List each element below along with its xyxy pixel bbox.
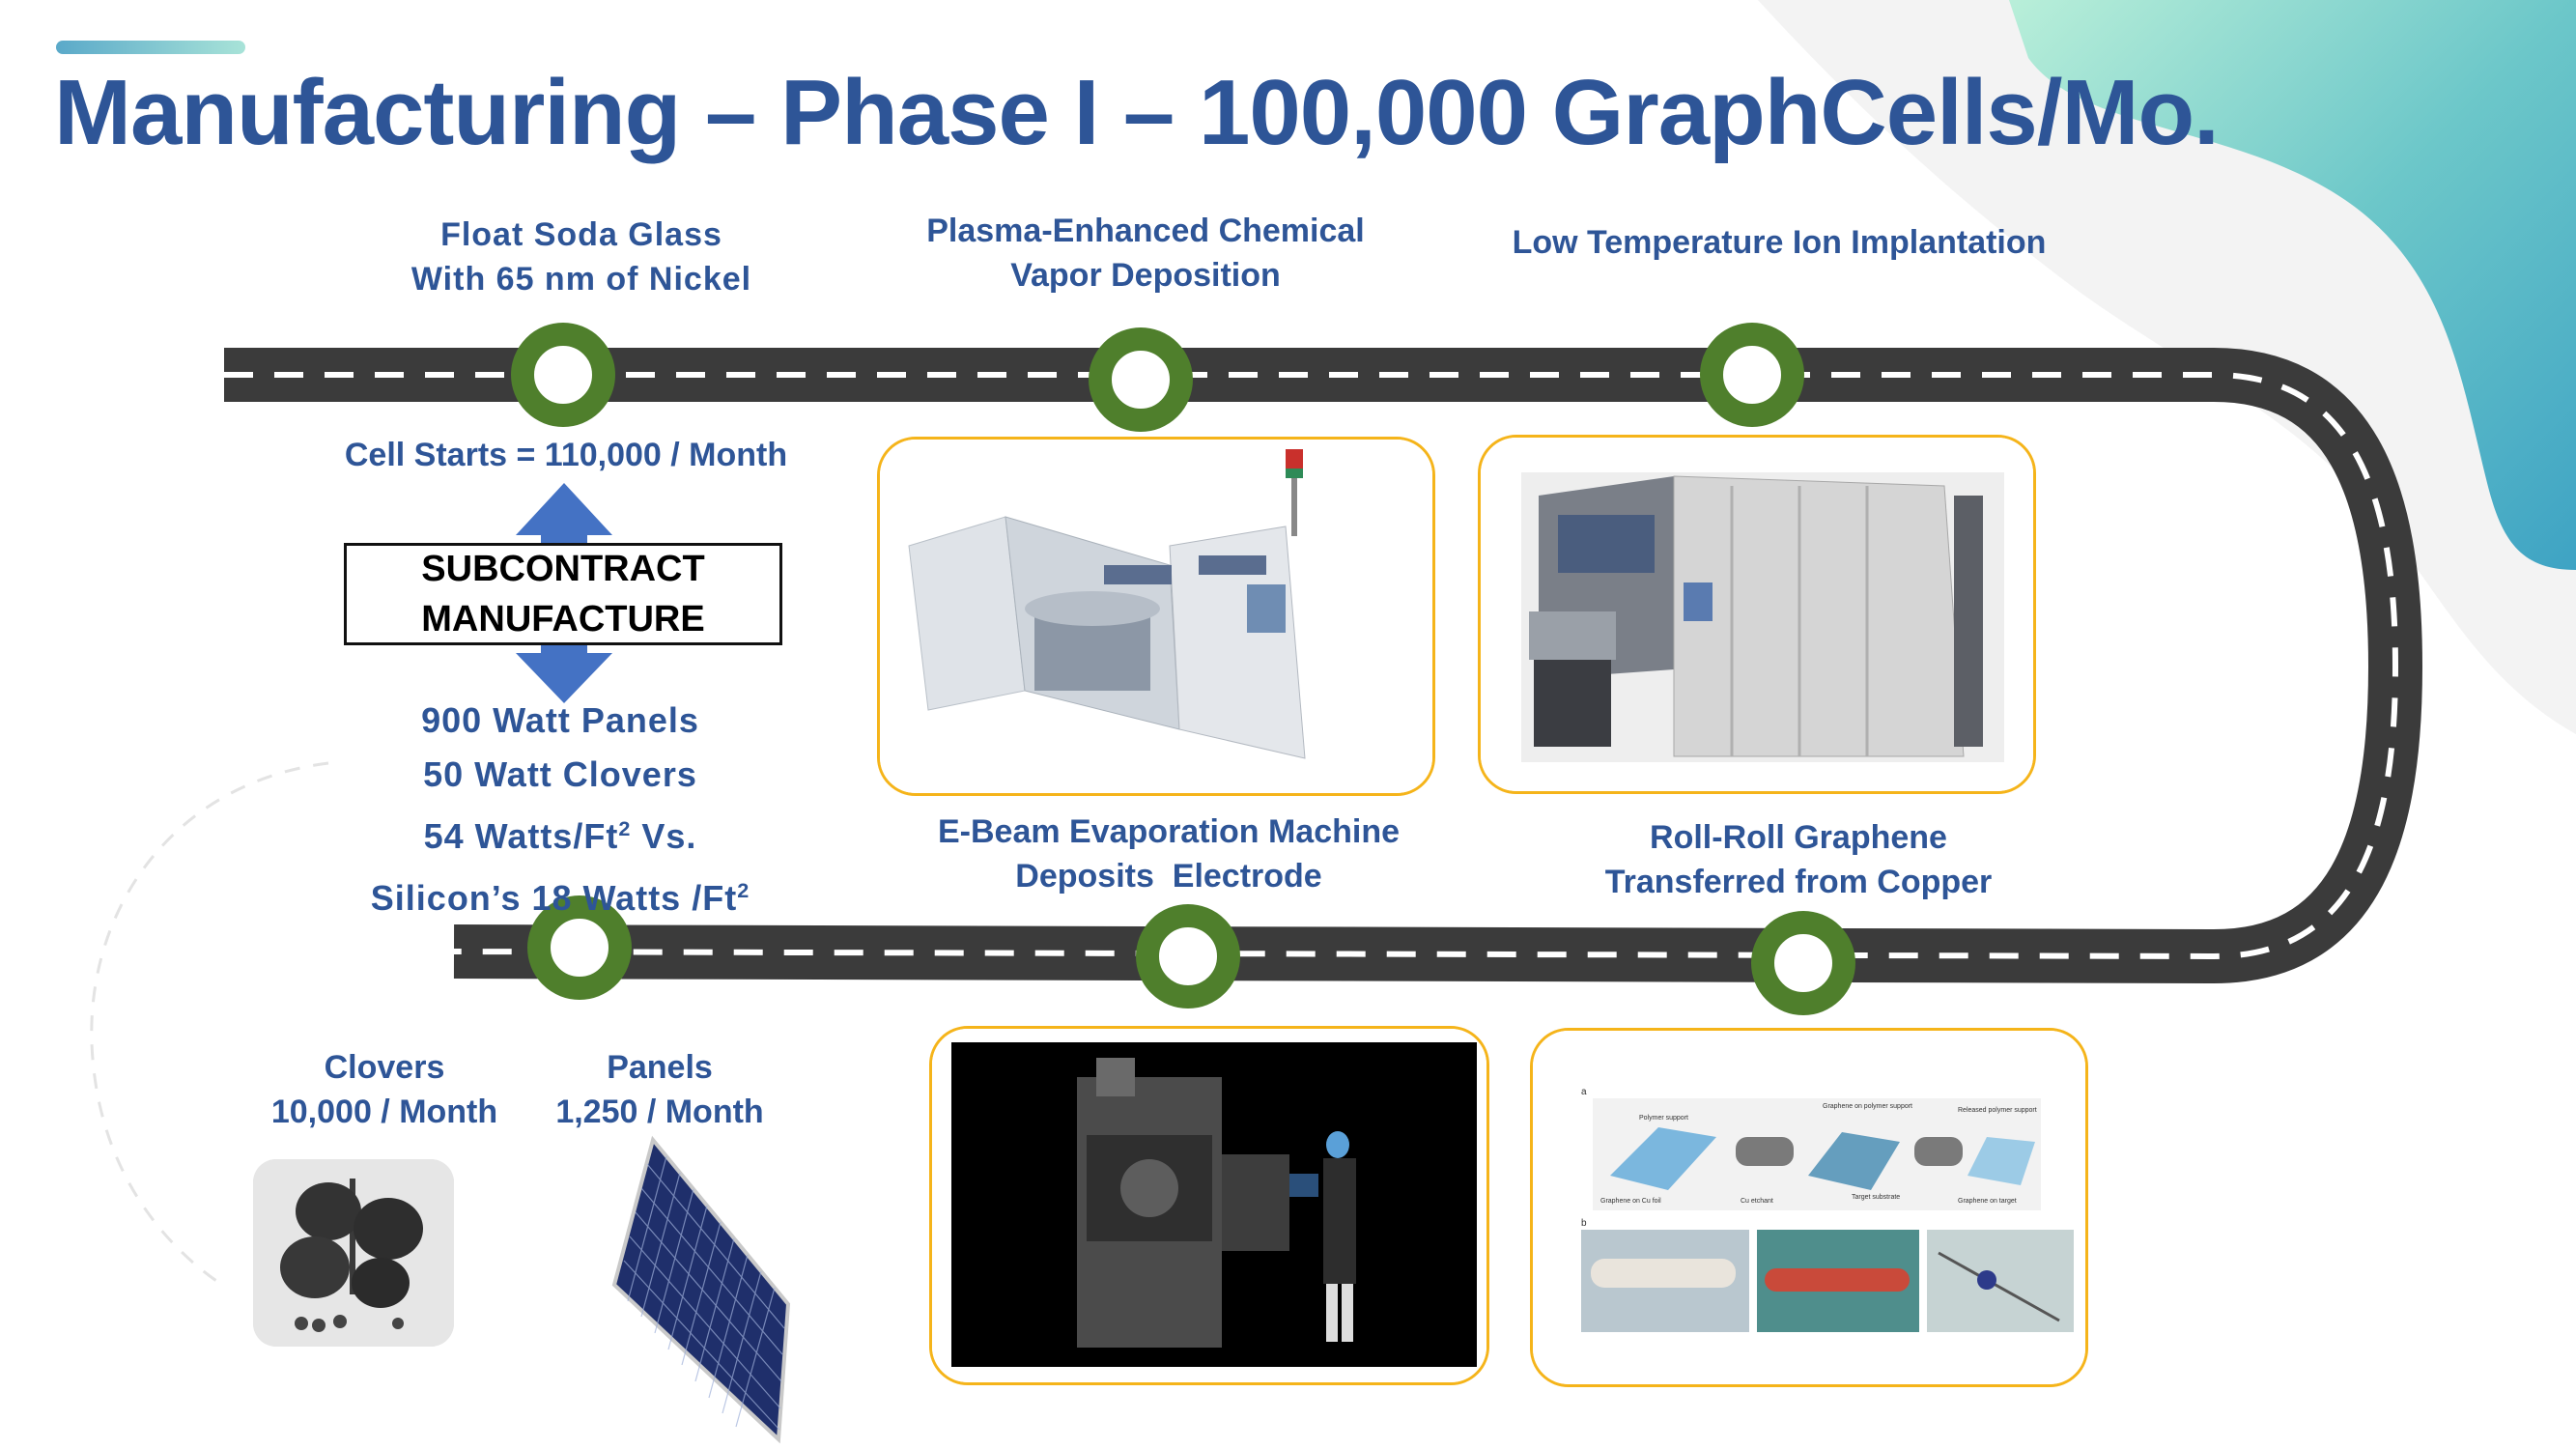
clover-image (253, 1159, 454, 1347)
caption-0: Polymer support (1639, 1115, 1688, 1122)
road-node-pecvd (1089, 327, 1193, 432)
road-node-ion-implant (1700, 323, 1804, 427)
up-arrow-icon (516, 483, 612, 543)
caption-3: Graphene on Cu foil (1600, 1198, 1661, 1205)
label-ebeam: E-Beam Evaporation Machine Deposits Elec… (937, 813, 1400, 895)
background-teal-blob (2009, 0, 2576, 570)
process-road (224, 348, 2423, 984)
ebeam-machine-image (932, 1029, 1486, 1382)
cell-starts-text: Cell Starts = 110,000 / Month (344, 437, 788, 473)
stat-panels: 900 Watt Panels (421, 700, 699, 740)
label-clovers: Clovers 10,000 / Month (270, 1049, 498, 1130)
label-panels: Panels 1,250 / Month (555, 1049, 764, 1130)
background-dashed-arc (90, 761, 329, 1287)
page-title: Manufacturing – Phase I – 100,000 GraphC… (54, 61, 2220, 164)
ion-implanter-photo (1478, 435, 2036, 794)
stat-density: 54 Watts/Ft2 Vs. (423, 816, 697, 856)
road-node-output (527, 895, 632, 1000)
stat-silicon: Silicon’s 18 Watts /Ft2 (370, 878, 750, 918)
label-pecvd: Plasma-Enhanced Chemical Vapor Depositio… (926, 213, 1365, 294)
road-node-ebeam (1136, 904, 1240, 1009)
solar-panel-photo (611, 1135, 791, 1444)
output-stats: 900 Watt Panels 50 Watt Clovers 54 Watts… (348, 694, 773, 925)
road-node-float-glass (511, 323, 615, 427)
ebeam-machine-photo (929, 1026, 1489, 1385)
title-accent-bar (56, 41, 245, 54)
road-node-roll-roll (1751, 911, 1855, 1015)
caption-1: Graphene on polymer support (1823, 1103, 1912, 1110)
caption-2: Released polymer support (1958, 1107, 2037, 1114)
label-ion-implant: Low Temperature Ion Implantation (1512, 224, 2047, 261)
panel-b-label: b (1581, 1218, 1587, 1229)
caption-5: Target substrate (1852, 1194, 1900, 1201)
pecvd-machine-photo (877, 437, 1435, 796)
panel-a-label: a (1581, 1087, 1587, 1097)
stat-clovers: 50 Watt Clovers (423, 754, 697, 794)
subcontract-box: SUBCONTRACT MANUFACTURE (344, 543, 782, 645)
clover-photo (253, 1159, 454, 1347)
caption-4: Cu etchant (1741, 1198, 1773, 1205)
caption-6: Graphene on target (1958, 1198, 2017, 1205)
pecvd-machine-image (880, 440, 1432, 793)
roll-roll-figure: a Polymer support Graphene on polymer su… (1530, 1028, 2088, 1387)
roll-roll-figure-image: a Polymer support Graphene on polymer su… (1533, 1031, 2085, 1384)
label-roll-roll: Roll-Roll Graphene Transferred from Copp… (1604, 819, 1993, 900)
ion-implanter-image (1481, 438, 2033, 791)
down-arrow-icon (516, 645, 612, 703)
label-float-glass: Float Soda Glass With 65 nm of Nickel (410, 216, 752, 298)
